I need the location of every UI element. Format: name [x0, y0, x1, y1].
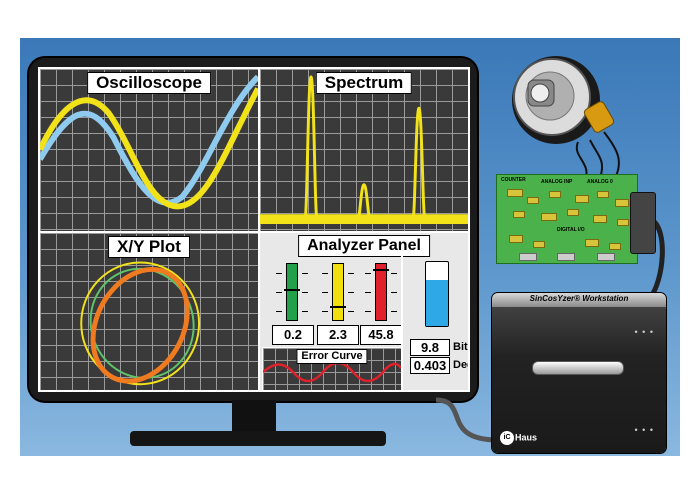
spectrum-grid — [260, 69, 468, 231]
yellow-circle-trace — [80, 261, 201, 386]
spectrum-baseline — [260, 214, 468, 225]
green-slider[interactable] — [274, 263, 310, 325]
monitor-cable — [435, 397, 499, 443]
red-slider[interactable] — [363, 263, 399, 325]
yellow-slider[interactable] — [320, 263, 356, 325]
deg-unit-label: Deg — [453, 359, 468, 371]
oscilloscope-traces — [40, 74, 258, 210]
green-slider-marker[interactable] — [284, 289, 300, 292]
spectrum-panel[interactable]: Spectrum — [258, 67, 470, 233]
board-label-digital-io: DIGITAL I/O — [557, 227, 585, 233]
oscilloscope-title: Oscilloscope — [87, 72, 211, 94]
xy-plot-traces — [80, 261, 201, 386]
board-cable — [647, 217, 665, 300]
spectrum-title: Spectrum — [315, 72, 413, 94]
red-slider-marker[interactable] — [373, 269, 389, 272]
workstation-slot — [532, 361, 624, 375]
bit-readout: 9.8 — [410, 339, 450, 356]
yellow-slider-marker[interactable] — [330, 305, 346, 308]
bit-unit-label: Bit — [453, 341, 468, 353]
analyzer-panel[interactable]: Analyzer Panel 0.2 2.3 45.8 9.8 Bit — [258, 231, 470, 392]
spectrum-trace — [260, 75, 468, 225]
status-dots: • • • — [634, 327, 654, 337]
error-curve-title: Error Curve — [296, 349, 368, 364]
ic-logo-mark: iC — [500, 431, 514, 445]
encoder-wires — [575, 141, 588, 179]
xy-plot-panel[interactable]: X/Y Plot — [38, 231, 260, 392]
circuit-board: COUNTER ANALOG INP ANALOG 0 DIGITAL I/O — [496, 174, 638, 264]
xy-plot-title: X/Y Plot — [108, 236, 190, 258]
xy-plot-grid — [40, 233, 258, 390]
blue-sine-trace — [40, 74, 258, 206]
red-slider-bar — [375, 263, 387, 321]
level-indicator-fill — [426, 279, 448, 326]
workstation-topbar: SinCosYzer® Workstation — [492, 293, 666, 307]
oscilloscope-panel[interactable]: Oscilloscope — [38, 67, 260, 233]
spectrum-peaks — [260, 75, 468, 220]
status-dots-bottom: • • • — [634, 425, 654, 435]
rotary-encoder-icon — [512, 56, 615, 144]
error-curve-panel[interactable]: Error Curve — [262, 347, 402, 390]
monitor-stand-base — [130, 431, 386, 446]
board-label-counter: COUNTER — [501, 177, 526, 183]
yellow-sine-trace — [40, 87, 258, 210]
board-connector — [630, 192, 656, 254]
board-label-analog-0: ANALOG 0 — [587, 179, 613, 185]
oscilloscope-grid — [40, 69, 258, 231]
green-slider-bar — [286, 263, 298, 321]
deg-readout: 0.403 — [410, 357, 450, 374]
analyzer-title: Analyzer Panel — [298, 235, 430, 257]
yellow-value-readout: 2.3 — [317, 325, 359, 345]
orange-ellipse-trace — [90, 267, 190, 384]
level-indicator — [425, 261, 449, 327]
green-value-readout: 0.2 — [272, 325, 314, 345]
ic-logo-text: Haus — [515, 432, 538, 443]
analyzer-divider — [401, 253, 403, 390]
workstation-name: SinCosYzer® Workstation — [529, 294, 629, 303]
monitor-stand-neck — [232, 400, 276, 434]
red-value-readout: 45.8 — [360, 325, 402, 345]
board-label-analog-inp: ANALOG INP — [541, 179, 573, 185]
